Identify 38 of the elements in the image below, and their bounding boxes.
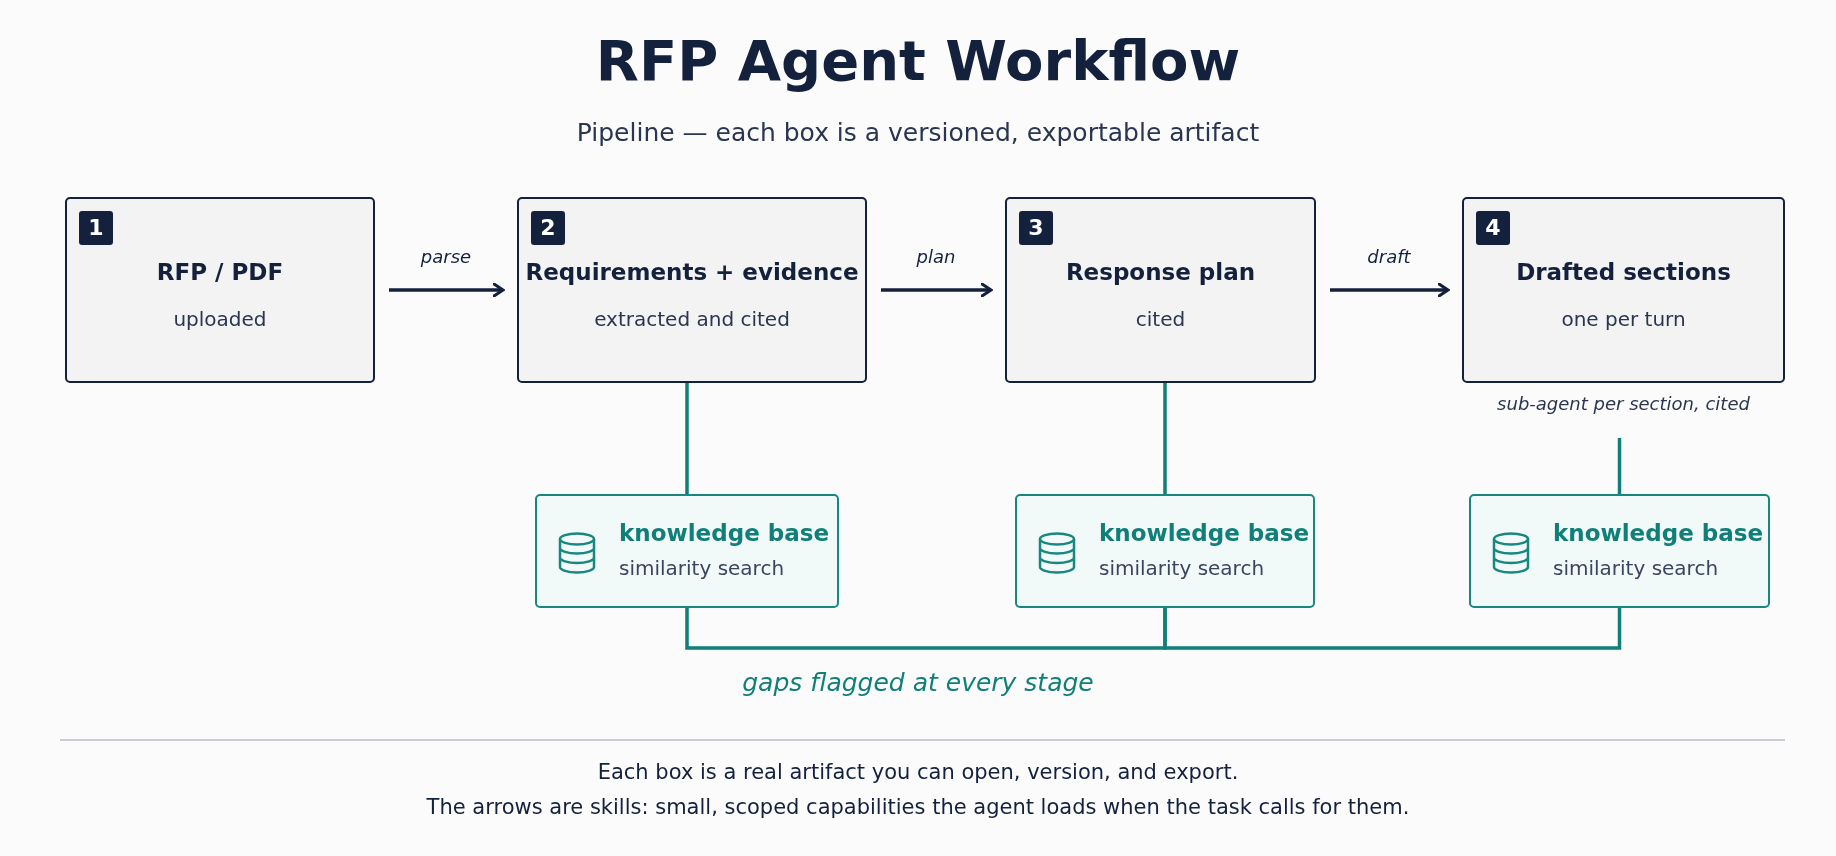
process-box: [65, 197, 375, 383]
box-heading: knowledge base: [1553, 520, 1763, 546]
box-heading: Drafted sections: [1515, 259, 1732, 285]
box-heading: knowledge base: [619, 520, 829, 546]
knowledge-base-box: [1469, 494, 1770, 608]
box-subtitle: similarity search: [1553, 556, 1719, 580]
step-number: 4: [1476, 211, 1510, 245]
process-box: [1005, 197, 1316, 383]
step-number: 1: [79, 211, 113, 245]
box-subtitle: one per turn: [1560, 307, 1687, 331]
knowledge-base-box: [1015, 494, 1315, 608]
box-subtitle: extracted and cited: [593, 307, 791, 331]
box-heading: Response plan: [1064, 259, 1257, 285]
box-subtitle: similarity search: [619, 556, 785, 580]
connector-line: [685, 383, 689, 494]
arrow: [1330, 282, 1450, 298]
node-caption: sub-agent per section, cited: [1496, 393, 1751, 414]
title: RFP Agent Workflow: [594, 28, 1242, 93]
connector-line: [1617, 438, 1622, 494]
connector-line: [1163, 608, 1622, 650]
box-heading: Requirements + evidence: [524, 259, 860, 285]
box-subtitle: cited: [1134, 307, 1187, 331]
arrow: [389, 282, 505, 298]
footer-text: The arrows are skills: small, scoped capabilities the agent loads when the task calls for them.: [425, 795, 1411, 819]
connector-line: [1163, 383, 1167, 494]
box-subtitle: uploaded: [172, 307, 268, 331]
box-subtitle: similarity search: [1099, 556, 1265, 580]
knowledge-base-box: [535, 494, 839, 608]
process-box: [517, 197, 867, 383]
process-box: [1462, 197, 1785, 383]
box-heading: knowledge base: [1099, 520, 1309, 546]
footer-text: Each box is a real artifact you can open, version, and export.: [596, 760, 1240, 784]
step-number: 2: [531, 211, 565, 245]
note: gaps flagged at every stage: [741, 668, 1095, 697]
step-number: 3: [1019, 211, 1053, 245]
subtitle: Pipeline — each box is a versioned, exportable artifact: [575, 118, 1261, 147]
arrow: [881, 282, 993, 298]
box-heading: RFP / PDF: [155, 259, 285, 285]
